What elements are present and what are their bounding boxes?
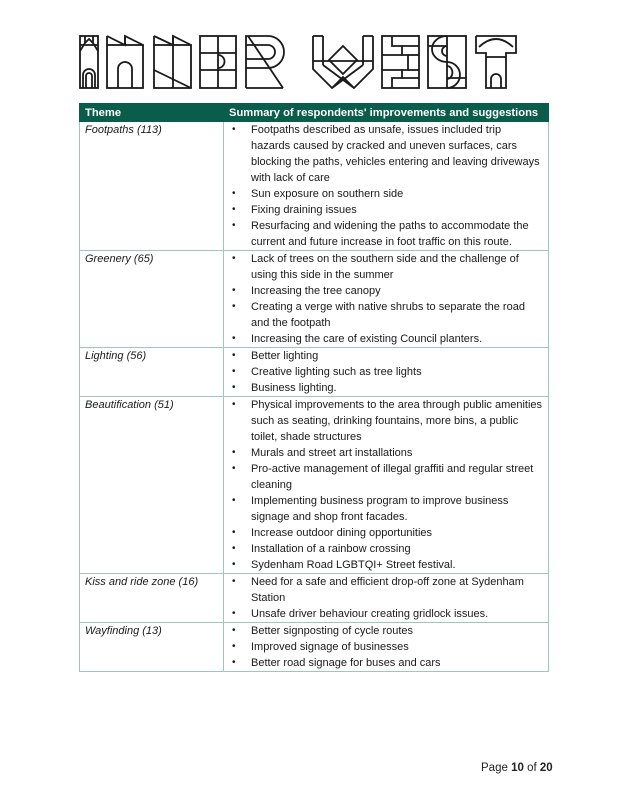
suggestion-list: Better lighting Creative lighting such a… bbox=[229, 348, 543, 396]
inner-west-logo bbox=[78, 33, 520, 91]
suggestion-list: Physical improvements to the area throug… bbox=[229, 397, 543, 573]
list-item: Creative lighting such as tree lights bbox=[232, 364, 543, 380]
theme-cell: Footpaths (113) bbox=[79, 121, 224, 251]
list-item: Implementing business program to improve… bbox=[232, 493, 543, 525]
list-item: Resurfacing and widening the paths to ac… bbox=[232, 218, 543, 250]
table-row: Footpaths (113) Footpaths described as u… bbox=[79, 121, 549, 251]
list-item: Sun exposure on southern side bbox=[232, 186, 543, 202]
list-item: Installation of a rainbow crossing bbox=[232, 541, 543, 557]
summary-cell: Physical improvements to the area throug… bbox=[223, 396, 549, 574]
column-header-theme: Theme bbox=[79, 103, 224, 122]
page-of: of bbox=[527, 762, 537, 774]
list-item: Increasing the tree canopy bbox=[232, 283, 543, 299]
suggestion-list: Lack of trees on the southern side and t… bbox=[229, 251, 543, 347]
column-header-summary: Summary of respondents' improvements and… bbox=[223, 103, 549, 122]
list-item: Increase outdoor dining opportunities bbox=[232, 525, 543, 541]
table-row: Greenery (65) Lack of trees on the south… bbox=[79, 250, 549, 348]
logo-letter-e2 bbox=[381, 35, 420, 89]
table-row: Beautification (51) Physical improvement… bbox=[79, 396, 549, 574]
summary-cell: Better lighting Creative lighting such a… bbox=[223, 347, 549, 397]
logo-letter-n1 bbox=[106, 34, 144, 89]
list-item: Lack of trees on the southern side and t… bbox=[232, 251, 543, 283]
page-current: 10 bbox=[511, 762, 524, 774]
theme-cell: Greenery (65) bbox=[79, 250, 224, 348]
list-item: Business lighting. bbox=[232, 380, 543, 396]
theme-cell: Lighting (56) bbox=[79, 347, 224, 397]
list-item: Pro-active management of illegal graffit… bbox=[232, 461, 543, 493]
logo-letter-w bbox=[312, 35, 374, 90]
list-item: Unsafe driver behaviour creating gridloc… bbox=[232, 606, 543, 622]
table-row: Lighting (56) Better lighting Creative l… bbox=[79, 347, 549, 397]
logo-letter-e1 bbox=[199, 35, 237, 89]
page-total: 20 bbox=[539, 762, 553, 774]
list-item: Increasing the care of existing Council … bbox=[232, 331, 543, 347]
page-prefix: Page bbox=[481, 762, 508, 774]
table-row: Kiss and ride zone (16) Need for a safe … bbox=[79, 573, 549, 623]
table-header-row: Theme Summary of respondents' improvemen… bbox=[79, 103, 549, 122]
theme-cell: Kiss and ride zone (16) bbox=[79, 573, 224, 623]
list-item: Better lighting bbox=[232, 348, 543, 364]
list-item: Creating a verge with native shrubs to s… bbox=[232, 299, 543, 331]
list-item: Need for a safe and efficient drop-off z… bbox=[232, 574, 543, 606]
suggestion-list: Need for a safe and efficient drop-off z… bbox=[229, 574, 543, 622]
logo-letter-s bbox=[427, 35, 467, 89]
list-item: Better road signage for buses and cars bbox=[232, 655, 543, 671]
page-number: Page 10 of 20 bbox=[481, 762, 553, 774]
list-item: Better signposting of cycle routes bbox=[232, 623, 543, 639]
list-item: Footpaths described as unsafe, issues in… bbox=[232, 122, 543, 186]
suggestion-list: Footpaths described as unsafe, issues in… bbox=[229, 122, 543, 250]
logo-letter-i bbox=[79, 35, 99, 89]
list-item: Sydenham Road LGBTQI+ Street festival. bbox=[232, 557, 543, 573]
list-item: Improved signage of businesses bbox=[232, 639, 543, 655]
logo-letter-r bbox=[245, 35, 285, 89]
list-item: Murals and street art installations bbox=[232, 445, 543, 461]
suggestion-list: Better signposting of cycle routes Impro… bbox=[229, 623, 543, 671]
summary-cell: Lack of trees on the southern side and t… bbox=[223, 250, 549, 348]
summary-cell: Footpaths described as unsafe, issues in… bbox=[223, 121, 549, 251]
logo-letter-n2 bbox=[153, 34, 192, 89]
theme-cell: Wayfinding (13) bbox=[79, 622, 224, 672]
summary-cell: Better signposting of cycle routes Impro… bbox=[223, 622, 549, 672]
list-item: Physical improvements to the area throug… bbox=[232, 397, 543, 445]
themes-table: Theme Summary of respondents' improvemen… bbox=[79, 103, 549, 672]
summary-cell: Need for a safe and efficient drop-off z… bbox=[223, 573, 549, 623]
theme-cell: Beautification (51) bbox=[79, 396, 224, 574]
list-item: Fixing draining issues bbox=[232, 202, 543, 218]
table-row: Wayfinding (13) Better signposting of cy… bbox=[79, 622, 549, 672]
logo-letter-t bbox=[475, 35, 517, 89]
